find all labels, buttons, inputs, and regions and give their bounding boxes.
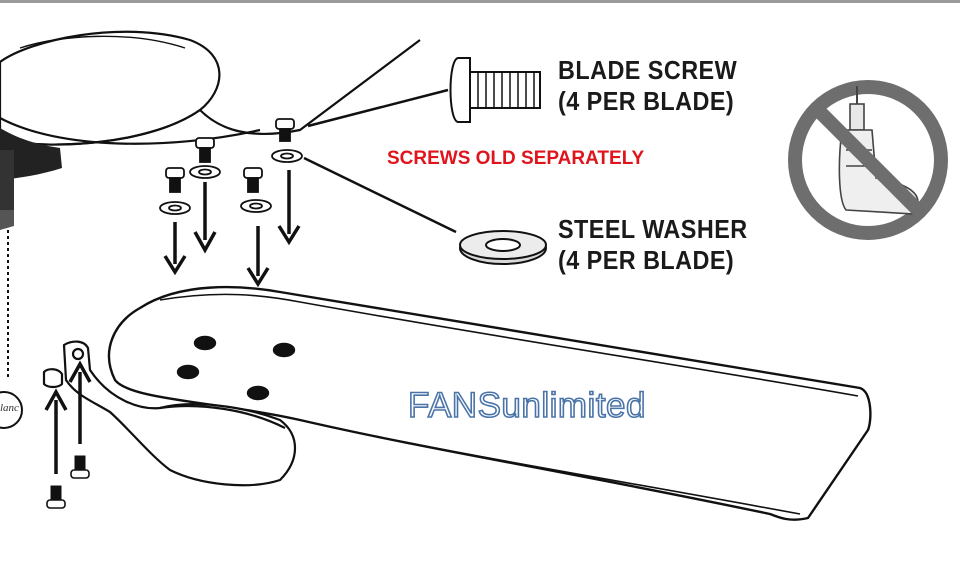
blade-screw-title: BLADE SCREW [558,55,738,85]
screw-1 [189,137,221,254]
warning-note: SCREWS OLD SEPARATELY [387,148,645,169]
motor-housing [0,30,421,146]
no-power-drill-icon [788,80,948,240]
screw-3 [240,167,272,288]
motor-badge-text: lanc [0,402,19,414]
steel-washer-title: STEEL WASHER [558,214,748,244]
steel-washer-quantity: (4 PER BLADE) [558,245,735,275]
lower-screws [44,360,92,509]
brand-watermark: FANSunlimited [407,385,646,426]
blade-screw-quantity: (4 PER BLADE) [558,86,735,116]
blade-screw-icon [449,57,541,123]
screw-4 [271,118,303,246]
blade-iron [42,340,296,487]
motor-underside [0,128,62,429]
screw-2 [159,167,191,276]
screw-washer-set [159,118,303,288]
blade-screw-label: BLADE SCREW (4 PER BLADE) [558,55,737,117]
screw-leader-line [307,88,449,128]
fan-blade [107,285,872,521]
top-border [0,0,960,3]
steel-washer-icon [459,230,547,265]
steel-washer-label: STEEL WASHER (4 PER BLADE) [558,214,748,276]
washer-leader-line [303,156,457,234]
